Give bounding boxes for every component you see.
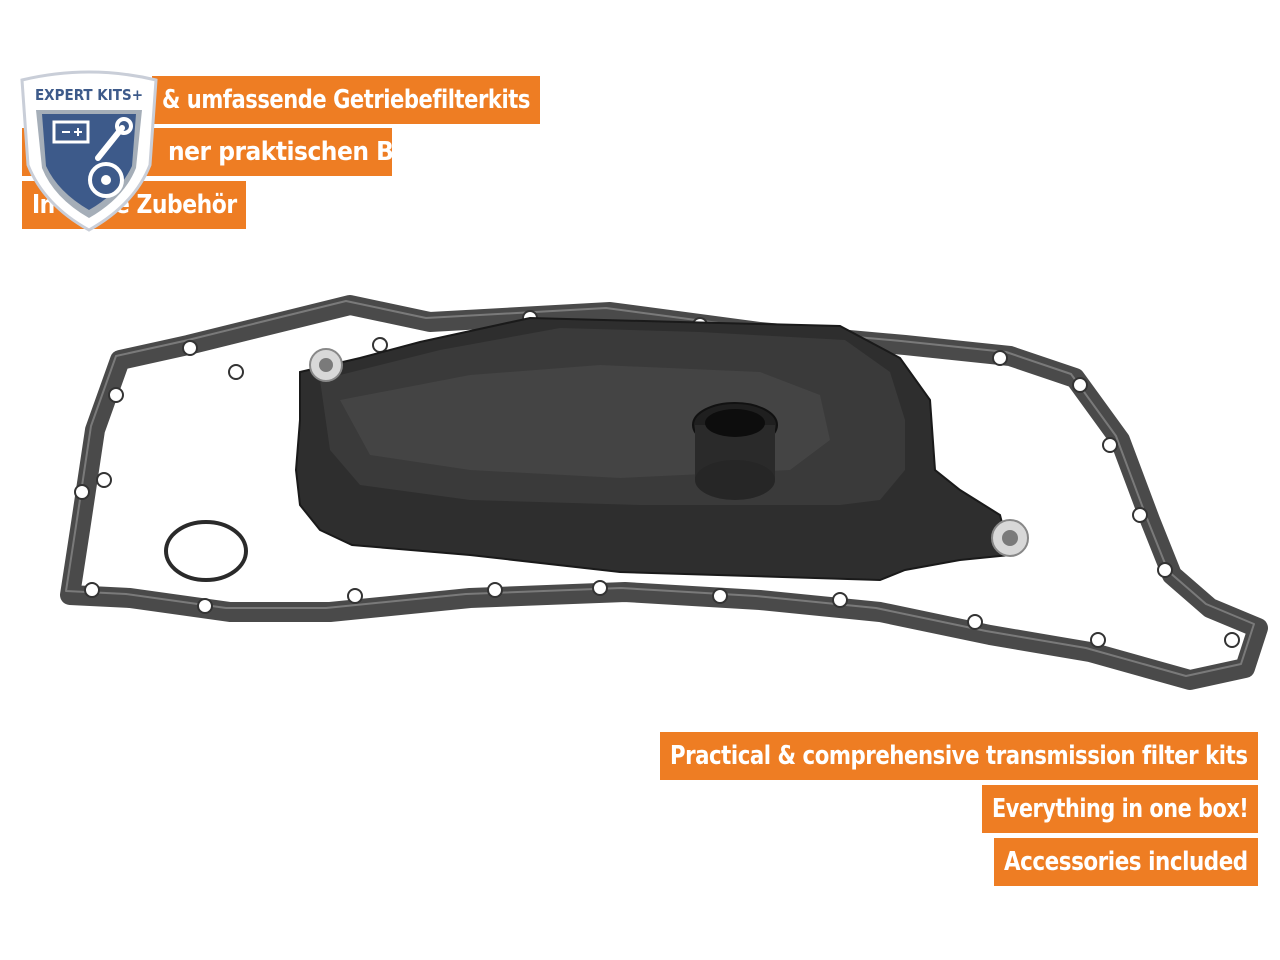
banner-de-1-text: & umfassende Getriebefilterkits <box>162 85 530 115</box>
banner-de-2-text: ner praktischen Box! <box>168 137 434 167</box>
banner-en-3: Accessories included <box>994 838 1258 886</box>
banner-en-1-text: Practical & comprehensive transmission f… <box>670 741 1248 771</box>
o-ring <box>164 520 248 582</box>
banner-en-2: Everything in one box! <box>982 785 1258 833</box>
banner-de-1: & umfassende Getriebefilterkits <box>152 76 540 124</box>
banner-en-3-text: Accessories included <box>1004 847 1248 877</box>
banner-en-1: Practical & comprehensive transmission f… <box>660 732 1258 780</box>
expert-kits-shield-icon: EXPERT KITS+ <box>20 70 158 232</box>
badge-text: EXPERT KITS+ <box>35 86 143 104</box>
transmission-filter <box>294 316 1029 582</box>
banner-de-3-suffix: e Zubehör <box>114 190 237 220</box>
banner-en-2-text: Everything in one box! <box>992 794 1249 824</box>
